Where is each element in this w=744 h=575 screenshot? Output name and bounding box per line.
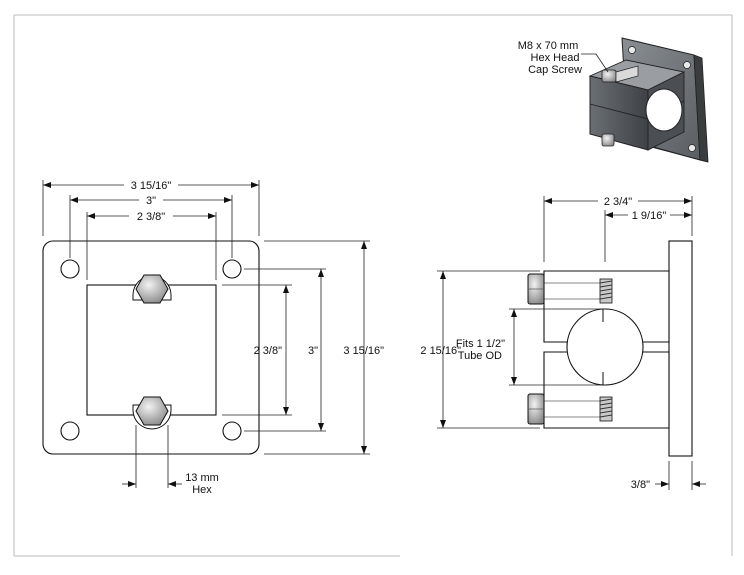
isometric-render bbox=[581, 37, 709, 163]
clamp-height-dimension: 2 3/8" bbox=[254, 345, 282, 357]
screw-callout-line1: M8 x 70 mm bbox=[518, 40, 579, 52]
side-view bbox=[527, 240, 693, 457]
tube-callout-line2: Tube OD bbox=[458, 350, 502, 362]
hex-callout-line1: 13 mm bbox=[185, 472, 219, 484]
clamp-offset-dimension: 1 9/16" bbox=[632, 210, 667, 222]
tube-callout-line1: Fits 1 1/2" bbox=[456, 338, 505, 350]
overall-width-dimension: 3 15/16" bbox=[131, 180, 172, 192]
clamp-width-dimension: 2 3/8" bbox=[137, 211, 165, 223]
overall-depth-dimension: 2 3/4" bbox=[604, 196, 632, 208]
screw-callout-line2: Hex Head bbox=[531, 52, 580, 64]
front-view bbox=[42, 240, 260, 455]
overall-height-dimension: 3 15/16" bbox=[343, 345, 384, 357]
plate-thickness-dimension: 3/8" bbox=[631, 479, 650, 491]
screw-callout-line3: Cap Screw bbox=[528, 64, 582, 76]
side-clamp-height-dimension: 2 15/16" bbox=[420, 345, 461, 357]
hex-callout-line2: Hex bbox=[192, 484, 212, 496]
sheet-border bbox=[13, 14, 733, 557]
hole-spacing-height-dimension: 3" bbox=[308, 345, 318, 357]
hole-spacing-width-dimension: 3" bbox=[146, 195, 156, 207]
